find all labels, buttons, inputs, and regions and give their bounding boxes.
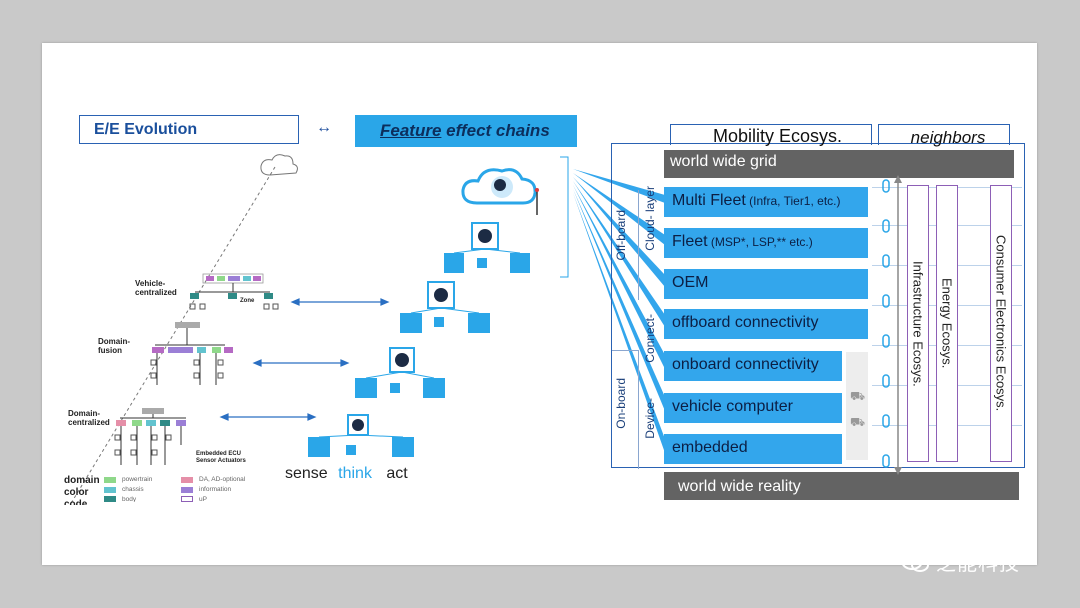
vehicle-centralized-network (189, 273, 279, 310)
legend-swatch (181, 496, 193, 502)
off-board-group (612, 190, 639, 300)
oem-bar: OEM (664, 269, 868, 299)
vehicle-centralized-label: Vehicle-centralized (135, 279, 177, 297)
zone-label: Zone (240, 298, 255, 304)
chain-bracket (560, 156, 569, 278)
world-wide-reality-bar: world wide reality (664, 472, 1019, 500)
watermark-text: 芝能科技 (936, 553, 1020, 575)
right-outer-frame (611, 143, 1025, 468)
vehicle-computer-bar: vehicle computer (664, 393, 842, 423)
sense-think-act: sense think act (285, 465, 408, 483)
double-arrow-icon: ↔ (316, 119, 332, 136)
neighbors-frame (878, 124, 1010, 145)
on-board-group (612, 350, 639, 469)
embedded-bar: embedded (664, 434, 842, 464)
effect-chain-level-3 (355, 347, 445, 398)
legend-item: DA, AD-optional (181, 476, 271, 483)
think-label: think (338, 465, 372, 482)
legend-item: powertrain (104, 476, 194, 483)
legend-swatch (181, 476, 193, 483)
legend-item: uP (181, 496, 271, 502)
legend-swatch (181, 486, 193, 493)
cloud-icon (260, 154, 298, 176)
domain-fusion-network (150, 322, 233, 385)
legend-swatch (104, 496, 116, 502)
domain-centralized-network (114, 408, 186, 465)
world-wide-grid-bar: world wide grid (664, 150, 1014, 178)
truck-icon: ⛟ (850, 415, 866, 429)
on-board-label: On-board (614, 378, 628, 429)
neighbors-title: neighbors (910, 128, 986, 147)
multi-fleet-bar: Multi Fleet (Infra, Tier1, etc.) (664, 187, 868, 217)
feature-word: Feature (380, 121, 442, 140)
chain-link-column (882, 175, 902, 475)
legend-item: information (181, 486, 271, 493)
fleet-bar: Fleet (MSP*, LSP,** etc.) (664, 228, 868, 258)
legend-title: domain color code (64, 475, 100, 505)
car-icon: ⛟ (850, 389, 866, 403)
effect-chain-level-2 (400, 281, 490, 333)
legend-item: body (104, 496, 194, 502)
energy-ecosys-box: Energy Ecosys. (936, 185, 958, 462)
sense-label: sense (285, 465, 328, 482)
wechat-icon (901, 551, 929, 572)
mobility-frame (670, 124, 872, 145)
beam-fan (573, 169, 665, 453)
effect-chain-level-1 (444, 222, 530, 273)
mobility-title: Mobility Ecosys. (712, 126, 843, 146)
link-arrows (219, 298, 390, 421)
consumer-electronics-ecosys-box: Consumer Electronics Ecosys. (990, 185, 1012, 462)
effect-chains-words: effect chains (446, 121, 550, 140)
off-board-label: Off-board (614, 210, 628, 261)
offboard-connectivity-bar: offboard connectivity (664, 309, 868, 339)
onboard-connectivity-bar: onboard connectivity (664, 351, 842, 381)
cloud-layer-label: Cloud- layer (643, 186, 657, 251)
ee-evolution-box: E/E Evolution (79, 115, 299, 144)
domain-centralized-label: Domain-centralized (68, 409, 110, 427)
infrastructure-ecosys-box: Infrastructure Ecosys. (907, 185, 929, 462)
connect-label: Connect- (643, 314, 657, 363)
domain-fusion-label: Domain-fusion (98, 337, 130, 355)
ee-evolution-diagram (69, 154, 569, 506)
legend-col-1: powertrain chassis body (104, 476, 194, 502)
ee-evolution-label: E/E Evolution (94, 121, 198, 138)
legend-swatch (104, 476, 116, 483)
effect-chain-level-4 (308, 414, 414, 457)
act-label: act (386, 465, 408, 482)
vehicle-icon-area (846, 352, 868, 460)
cloud-head-icon (461, 168, 539, 215)
device-label: Device- (643, 398, 657, 439)
legend-item: chassis (104, 486, 194, 493)
watermark: 芝能科技 (900, 547, 1020, 576)
legend-swatch (104, 486, 116, 493)
legend-col-2: DA, AD-optional information uP (181, 476, 271, 502)
feature-effect-chains-box: Feature effect chains (355, 115, 577, 147)
